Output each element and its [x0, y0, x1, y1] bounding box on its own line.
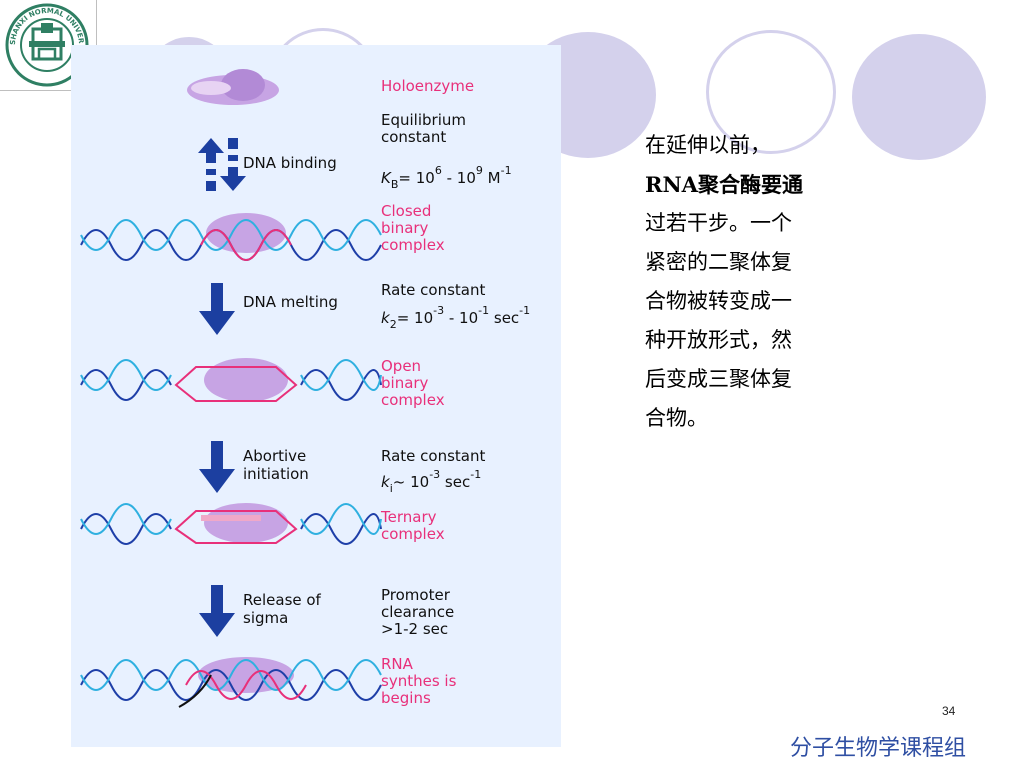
ki-unit-exp: -1 [470, 468, 481, 481]
release-sigma-arrow-icon [199, 585, 235, 637]
label-k2-formula: k2= 10-3 - 10-1 sec-1 [381, 304, 530, 331]
k2-rest-2: - 10 [444, 309, 478, 327]
k2-exp-1: -3 [433, 304, 444, 317]
decor-circle [706, 30, 836, 154]
text-line-1: 在延伸以前， [645, 133, 771, 157]
dna-helix-ternary [80, 503, 382, 545]
dna-helix-open [80, 358, 382, 402]
dna-helix-rna-synthesis [80, 657, 382, 708]
label-promoter-3: >1-2 sec [381, 620, 448, 638]
label-closed-3: complex [381, 236, 445, 254]
dna-melting-arrow-icon [199, 283, 235, 335]
label-promoter-2: clearance [381, 603, 454, 621]
label-abortive-2: initiation [243, 465, 309, 483]
ki-unit: sec [440, 473, 470, 491]
footer-title: 分子生物学课程组 [790, 736, 967, 761]
label-open-1: Open [381, 357, 421, 375]
text-line-8: 合物。 [645, 406, 708, 430]
k2-sub: 2 [390, 318, 397, 331]
dna-binding-arrow-icon [198, 138, 246, 191]
ki-sub: i [390, 482, 393, 495]
text-line-4: 紧密的二聚体复 [645, 250, 792, 274]
label-kb-formula: KB= 106 - 109 M-1 [381, 164, 512, 191]
explanation-text: 在延伸以前， RNA聚合酶要通 过若干步。一个 紧密的二聚体复 合物被转变成一 … [645, 126, 865, 438]
label-open-3: complex [381, 391, 445, 409]
label-holoenzyme: Holoenzyme [381, 77, 474, 95]
kb-sub: B [391, 178, 399, 191]
label-ternary-1: Ternary [380, 508, 437, 526]
kb-rest-2: - 10 [442, 169, 476, 187]
text-line-2: RNA聚合酶要通 [645, 172, 803, 197]
label-closed-1: Closed [381, 202, 431, 220]
kb-unit-exp: -1 [501, 164, 512, 177]
label-rate-constant-1: Rate constant [381, 281, 485, 299]
holoenzyme-shape [187, 69, 279, 105]
abortive-initiation-arrow-icon [199, 441, 235, 493]
label-dna-binding: DNA binding [243, 154, 337, 172]
decor-circle [852, 34, 986, 160]
label-abortive-1: Abortive [243, 447, 306, 465]
text-line-3: 过若干步。一个 [645, 211, 792, 235]
kb-exp-2: 9 [476, 164, 483, 177]
k2-unit: sec [489, 309, 519, 327]
label-ternary-2: complex [381, 525, 445, 543]
label-equilibrium: Equilibrium [381, 111, 466, 129]
transcription-initiation-diagram: DNA binding DNA melting Abortive initiat… [71, 45, 561, 747]
ki-k: k [381, 473, 391, 491]
ki-exp: -3 [429, 468, 440, 481]
label-release-1: Release of [243, 591, 322, 609]
label-rna-2: synthes is [381, 672, 457, 690]
label-promoter-1: Promoter [381, 586, 451, 604]
kb-rest-1: = 10 [398, 169, 434, 187]
kb-k: K [381, 169, 392, 187]
label-constant: constant [381, 128, 446, 146]
label-rna-3: begins [381, 689, 431, 707]
label-rna-1: RNA [381, 655, 414, 673]
kb-unit: M [483, 169, 501, 187]
k2-rest-1: = 10 [397, 309, 433, 327]
kb-exp-1: 6 [435, 164, 442, 177]
page-number: 34 [942, 704, 956, 718]
text-line-5: 合物被转变成一 [645, 289, 792, 313]
label-rate-constant-2: Rate constant [381, 447, 485, 465]
dna-helix-closed [80, 213, 382, 261]
label-dna-melting: DNA melting [243, 293, 338, 311]
label-release-2: sigma [243, 609, 288, 627]
k2-k: k [381, 309, 391, 327]
ki-rest: ~ 10 [393, 473, 429, 491]
k2-exp-2: -1 [478, 304, 489, 317]
text-line-7: 后变成三聚体复 [645, 367, 792, 391]
k2-unit-exp: -1 [519, 304, 530, 317]
text-line-6: 种开放形式，然 [645, 328, 792, 352]
label-ki-formula: ki~ 10-3 sec-1 [381, 468, 481, 495]
label-open-2: binary [381, 374, 429, 392]
label-closed-2: binary [381, 219, 429, 237]
